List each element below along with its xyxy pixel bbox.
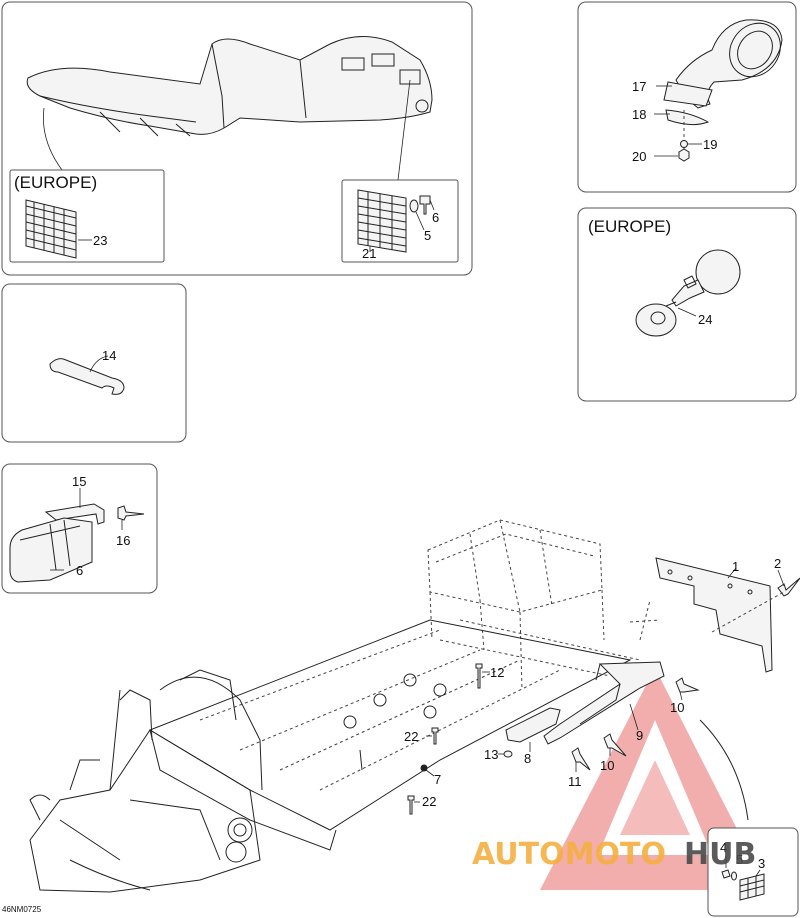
callout-11: 11	[568, 774, 582, 789]
callout-9: 9	[636, 728, 643, 743]
callout-15: 15	[72, 474, 86, 489]
callout-2: 2	[774, 556, 781, 571]
callout-6: 6	[432, 210, 439, 225]
callout-5-top: 5	[424, 228, 431, 243]
panel-horn-europe: (EUROPE) 24	[577, 207, 797, 402]
rivet-10-upper	[675, 677, 700, 693]
tail-light-gasket-18	[665, 109, 710, 126]
callout-22-lower: 22	[422, 794, 436, 809]
watermark-brand-hub: HUB	[684, 837, 756, 872]
pad-6	[9, 517, 93, 583]
watermark-brand-automoto: AUTOMOTO	[472, 837, 666, 872]
tail-light-bracket-17	[663, 81, 713, 107]
panel-bracket-pad: 15 16 6	[1, 463, 158, 594]
panel-tail-light: 17 18 19 20	[577, 1, 797, 193]
callout-7: 7	[434, 772, 441, 787]
panel-small-reflector: 4 5 3	[707, 827, 799, 917]
callout-19: 19	[703, 137, 717, 152]
callout-17: 17	[632, 79, 646, 94]
callout-10-lower: 10	[600, 758, 614, 773]
snow-flap-1	[655, 557, 773, 673]
rear-rack	[427, 519, 603, 613]
rivet-11	[571, 747, 591, 771]
callout-4: 4	[720, 840, 727, 855]
bracket-8	[505, 707, 561, 743]
reflector-box-21: 21 6 5	[341, 179, 459, 263]
watermark-triangle-inner	[620, 760, 690, 835]
washer-13	[503, 750, 513, 758]
nut-20	[678, 148, 690, 162]
front-frame	[29, 729, 261, 893]
callout-21: 21	[362, 246, 376, 261]
callout-13: 13	[484, 747, 498, 762]
washer-5-small	[731, 871, 737, 881]
washer-5	[409, 199, 419, 213]
callout-6-pad: 6	[76, 563, 83, 578]
callout-8: 8	[524, 751, 531, 766]
washer-19	[680, 140, 688, 148]
callout-23: 23	[93, 233, 107, 248]
rivet-10-lower	[603, 733, 627, 757]
callout-12: 12	[490, 665, 504, 680]
callout-5-small: 5	[736, 852, 743, 867]
panel-bumper-reflectors: (EUROPE) 23 21 6 5	[1, 1, 473, 276]
plug-7	[420, 764, 428, 772]
callout-3: 3	[758, 856, 765, 871]
watermark-text: AUTOMOTO HUB	[472, 837, 756, 872]
rivet-16	[117, 505, 145, 521]
europe-heading-1: (EUROPE)	[14, 173, 97, 192]
europe-heading-2: (EUROPE)	[588, 217, 671, 236]
screw-22-upper	[431, 727, 439, 745]
callout-20: 20	[632, 149, 646, 164]
chassis-assembly: 2 1 9 8 13 10 10 11 12 22	[29, 519, 800, 893]
callout-14: 14	[102, 348, 116, 363]
callout-22-upper: 22	[404, 729, 418, 744]
figure-code: 46NM0725	[2, 905, 42, 914]
screw-12	[475, 663, 483, 689]
screw-4	[721, 869, 731, 879]
callout-24: 24	[698, 312, 712, 327]
callout-16: 16	[116, 533, 130, 548]
screw-2	[777, 577, 800, 597]
panel-spanner-wrench: 14	[1, 283, 187, 443]
callout-1: 1	[732, 559, 739, 574]
spanner-wrench-14	[49, 358, 125, 395]
callout-10-upper: 10	[670, 700, 684, 715]
screw-22-lower	[407, 795, 415, 815]
callout-18: 18	[632, 107, 646, 122]
reflector-box-europe: (EUROPE) 23	[9, 169, 165, 263]
screw-6	[419, 195, 431, 215]
horn-24	[635, 249, 741, 337]
rear-bumper	[26, 35, 433, 135]
flap-bracket-9	[543, 661, 665, 745]
